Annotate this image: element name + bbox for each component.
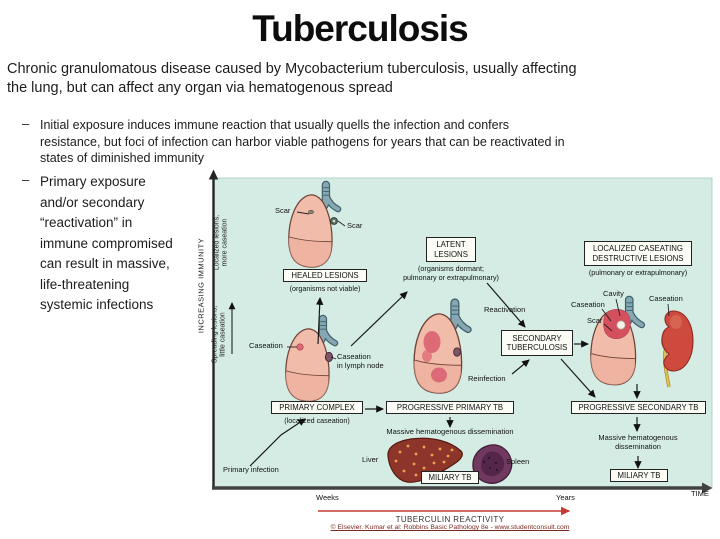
label-caseation-lymph-node: Caseation in lymph node [337,352,384,370]
node-miliary-tb-right: MILIARY TB [610,469,668,482]
cavity-icon [616,320,626,330]
label-caseation-primary: Caseation [249,341,283,350]
copyright-credit: © Elsevier. Kumar et al: Robbins Basic P… [330,524,570,531]
secondary-tb-cavity-lesion [603,309,631,340]
label-spleen: Spleen [506,457,530,466]
bullet-dash: – [22,172,30,187]
label-scar-right: Scar [347,221,363,230]
label-primary-infection: Primary infection [223,465,279,474]
node-secondary-tuberculosis: SECONDARY TUBERCULOSIS [501,330,573,356]
node-primary-complex: PRIMARY COMPLEX [271,401,363,414]
bullet-initial-exposure: Initial exposure induces immune reaction… [40,118,565,165]
label-caseation-kidney: Caseation [649,294,683,303]
node-healed-lesions-sub: (organisms not viable) [289,284,361,293]
node-healed-lesions: HEALED LESIONS [283,269,367,282]
label-scar-left: Scar [275,206,291,215]
label-reinfection: Reinfection [468,374,506,383]
label-massive-dissemination-mid: Massive hematogenous dissemination [386,427,514,436]
spleen-illustration [472,444,513,484]
node-progressive-primary-tb: PROGRESSIVE PRIMARY TB [386,401,514,414]
y-axis-lower-annotation: Spreading lesions, little caseation [211,305,227,364]
miliary-dots [482,456,499,472]
primary-complex-lesions [296,343,334,363]
intro-paragraph: Chronic granulomatous disease caused by … [7,61,577,96]
node-progressive-secondary-tb: PROGRESSIVE SECONDARY TB [571,401,706,414]
healed-lung-scars [308,209,338,225]
x-tick-years: Years [556,493,575,502]
label-liver: Liver [362,455,379,464]
label-massive-dissemination-right: Massive hematogenous dissemination [598,433,678,451]
node-localized-caseating-lesions: LOCALIZED CASEATING DESTRUCTIVE LESIONS [584,241,692,266]
label-cavity: Cavity [603,289,624,298]
kidney-illustration [661,310,694,388]
bullet-dash: – [22,116,30,131]
node-miliary-tb-mid: MILIARY TB [421,471,479,484]
node-latent-lesions: LATENT LESIONS [426,237,476,262]
tuberculin-reactivity-label: TUBERCULIN REACTIVITY [395,515,505,524]
x-tick-weeks: Weeks [316,493,339,502]
progressive-primary-lesions [422,331,461,383]
label-caseation-secondary: Caseation [571,300,605,309]
x-axis-end-label: TIME [691,489,709,498]
axes [208,169,713,494]
flow-arrows [249,282,642,470]
miliary-dots [394,444,454,477]
node-latent-lesions-sub: (organisms dormant; pulmonary or extrapu… [403,264,499,282]
liver-illustration [387,437,463,483]
y-axis-arrowhead-icon [208,169,219,180]
node-primary-complex-sub: (localized caseation) [284,416,350,425]
x-axis-arrowhead-icon [702,482,713,494]
label-reactivation: Reactivation [484,305,526,314]
y-axis-label: INCREASING IMMUNITY [196,237,206,334]
page-title: Tuberculosis [252,8,469,49]
bullet-primary-exposure: Primary exposure and/or secondary “react… [40,174,173,312]
y-axis-upper-annotation: Localized lesions, more caseation [213,214,229,271]
node-localized-caseating-sub: (pulmonary or extrapulmonary) [588,268,688,277]
label-scar-secondary: Scar [587,316,603,325]
label-leader-lines [287,211,670,360]
